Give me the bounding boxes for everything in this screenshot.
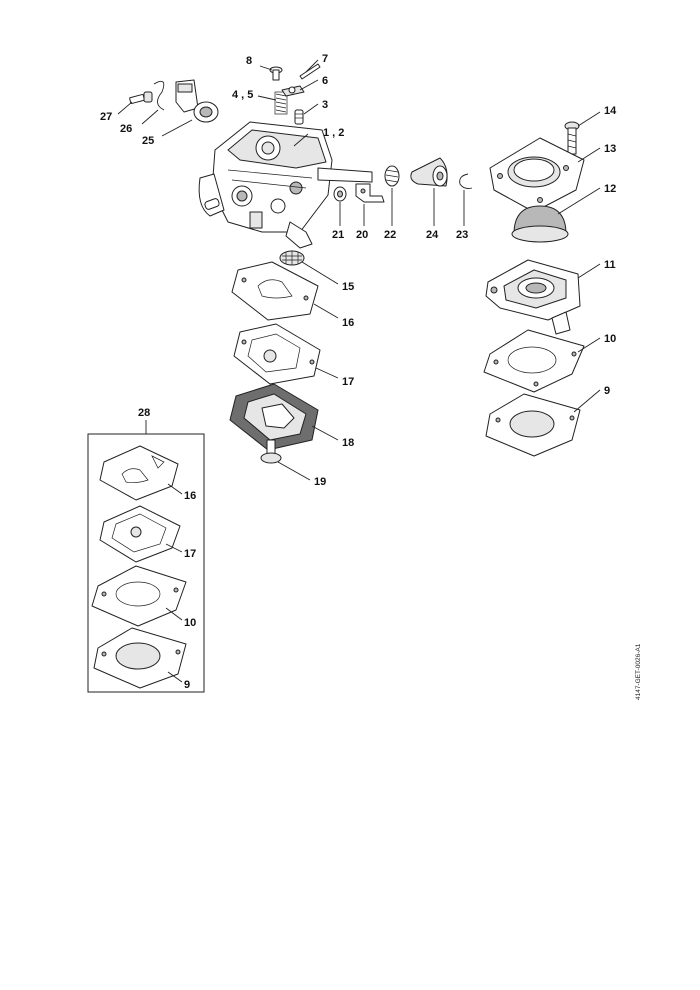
label-24: 24	[426, 229, 439, 241]
label-20: 20	[356, 229, 368, 241]
part-4-5-spring	[274, 91, 288, 115]
kit-label-9: 9	[184, 679, 190, 691]
label-16: 16	[342, 317, 354, 329]
leader-lines	[117, 59, 601, 683]
label-22: 22	[384, 229, 396, 241]
drawing-code: 4147-GET-0026-A1	[635, 643, 642, 700]
label-21: 21	[332, 229, 344, 241]
part-23-e-clip	[459, 173, 473, 189]
kit-label-17: 17	[184, 548, 196, 560]
label-7: 7	[322, 53, 328, 65]
kit-part-16-gasket	[99, 445, 179, 501]
label-3: 3	[322, 99, 328, 111]
part-3-screw	[294, 109, 304, 125]
part-17-diaphragm-gasket	[233, 323, 321, 385]
label-14: 14	[604, 105, 617, 117]
part-21-washer	[333, 186, 347, 202]
kit-part-10-diaphragm	[91, 565, 187, 627]
kit-part-17-gasket	[99, 505, 181, 563]
part-18-metering-cover	[229, 383, 319, 451]
label-10: 10	[604, 333, 616, 345]
part-11-pump-housing	[485, 259, 581, 335]
kit-label-10: 10	[184, 617, 196, 629]
part-25-solenoid-connector	[175, 79, 219, 123]
part-26-clip	[153, 80, 165, 111]
label-23: 23	[456, 229, 468, 241]
part-12-primer-bulb	[511, 205, 569, 243]
callout-labels: 8 7 6 4 , 5 3 1 , 2 27 26 25 21 20 22 24…	[100, 53, 617, 691]
part-27-screw	[129, 91, 153, 104]
kit-label-16: 16	[184, 490, 196, 502]
part-6-lever	[281, 85, 305, 97]
label-17: 17	[342, 376, 354, 388]
part-19-screw	[260, 439, 282, 464]
part-22-spring	[384, 165, 400, 187]
part-24-choke-knob	[410, 157, 448, 187]
label-12: 12	[604, 183, 616, 195]
label-19: 19	[314, 476, 326, 488]
label-15: 15	[342, 281, 354, 293]
label-1-2: 1 , 2	[323, 127, 344, 139]
label-26: 26	[120, 123, 132, 135]
part-1-carburetor-body	[198, 121, 373, 249]
label-11: 11	[604, 259, 616, 271]
part-8-screw	[269, 66, 283, 81]
label-4-5: 4 , 5	[232, 89, 253, 101]
part-13-cover-plate	[489, 137, 585, 213]
part-15-fuel-screen	[279, 250, 305, 266]
part-14-screw	[564, 121, 580, 155]
part-10-pump-diaphragm	[483, 329, 585, 393]
label-13: 13	[604, 143, 616, 155]
label-25: 25	[142, 135, 154, 147]
label-9: 9	[604, 385, 610, 397]
part-9-pump-gasket	[485, 393, 581, 457]
label-6: 6	[322, 75, 328, 87]
label-18: 18	[342, 437, 354, 449]
kit-part-9-gasket	[93, 627, 187, 689]
label-27: 27	[100, 111, 112, 123]
part-7-pin	[299, 63, 321, 80]
label-28: 28	[138, 407, 150, 419]
kit-28-box	[87, 420, 205, 693]
part-16-metering-gasket	[231, 261, 319, 321]
part-20-bracket	[355, 183, 385, 203]
label-8: 8	[246, 55, 252, 67]
